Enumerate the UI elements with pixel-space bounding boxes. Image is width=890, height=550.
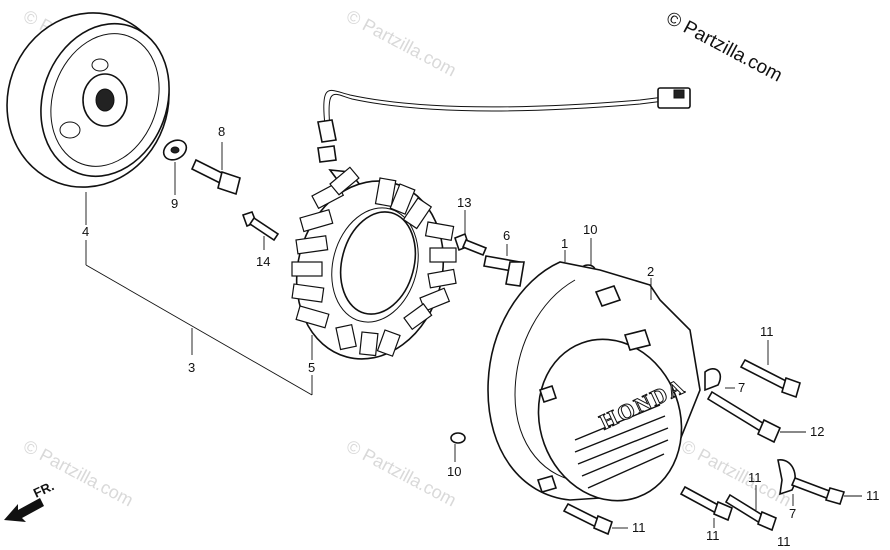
callout-11: 11: [777, 534, 791, 549]
left-crankcase-cover: HONDA: [487, 261, 701, 502]
callout-13: 13: [457, 195, 471, 210]
watermark: © Partzilla.com: [343, 6, 459, 81]
callout-7: 7: [789, 506, 796, 521]
wire-clamp: [704, 368, 722, 392]
front-direction-indicator: FR.: [4, 478, 56, 522]
callout-7: 7: [738, 380, 745, 395]
front-arrow-icon: [4, 498, 44, 522]
callout-11: 11: [760, 324, 774, 339]
callout-9: 9: [171, 196, 178, 211]
callout-10: 10: [447, 464, 461, 479]
flywheel: [6, 12, 170, 188]
copyright-text: © Partzilla.com: [663, 8, 786, 87]
callout-5: 5: [308, 360, 315, 375]
flywheel-bolt: [190, 158, 241, 196]
callout-1: 1: [561, 236, 568, 251]
cover-bolts: [562, 358, 846, 536]
leader-lines: [85, 142, 862, 529]
callout-11: 11: [706, 528, 720, 543]
callout-10: 10: [583, 222, 597, 237]
callout-2: 2: [647, 264, 654, 279]
callout-3: 3: [188, 360, 195, 375]
callout-8: 8: [218, 124, 225, 139]
callout-6: 6: [503, 228, 510, 243]
cable-bolt: [454, 232, 488, 257]
callout-labels: 1 2 3 4 5 6 7 7 8 9 10 10 11 11 11 11 11…: [82, 124, 880, 549]
cable-clamp: [483, 255, 525, 287]
dowel-pin: [450, 432, 466, 444]
wire-clamp: [777, 459, 796, 496]
front-label: FR.: [31, 478, 56, 500]
callout-11: 11: [632, 520, 646, 535]
callout-11: 11: [748, 470, 762, 485]
callout-4: 4: [82, 224, 89, 239]
watermark: © Partzilla.com: [343, 436, 459, 511]
callout-12: 12: [810, 424, 824, 439]
stator-bolt: [241, 211, 280, 242]
callout-11: 11: [866, 488, 880, 503]
washer: [162, 139, 188, 161]
callout-14: 14: [256, 254, 270, 269]
stator: [291, 87, 691, 360]
